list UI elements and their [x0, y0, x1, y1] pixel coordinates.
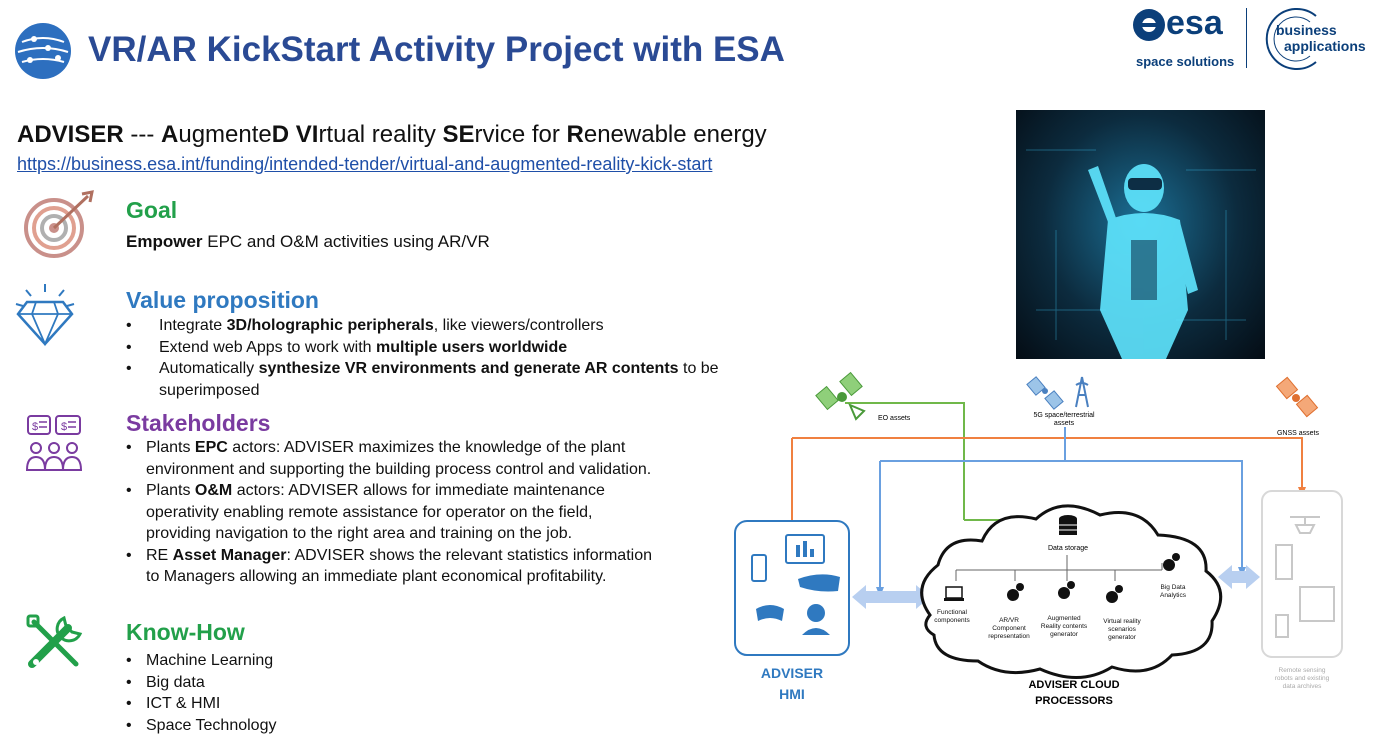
- antenna-icon: [1075, 376, 1089, 408]
- ba-logo-line1: business: [1276, 22, 1337, 38]
- stakeholders-heading: Stakeholders: [126, 410, 271, 436]
- gnss-link-line: [792, 437, 1303, 490]
- esa-logo-text: esa: [1166, 4, 1223, 42]
- eo-assets-label: EO assets: [878, 415, 911, 422]
- hmi-label-1: ADVISER: [761, 665, 823, 681]
- list-item: Integrate 3D/holographic peripherals, li…: [126, 315, 826, 337]
- augmented-label-3: generator: [1050, 631, 1079, 638]
- hmi-devices-icon: [751, 534, 840, 635]
- svg-text:$: $: [61, 421, 67, 433]
- 5g-satellite-icon: [1026, 376, 1064, 410]
- 5g-assets-label-1: 5G space/terrestrial: [1033, 412, 1095, 419]
- cloud-label-2: PROCESSORS: [1035, 695, 1113, 707]
- esa-mark-icon: [1133, 9, 1165, 41]
- goal-text: Empower EPC and O&M activities using AR/…: [126, 232, 490, 251]
- ba-logo-line2: applications: [1284, 38, 1366, 54]
- tools-icon: [24, 612, 86, 674]
- list-item: Space Technology: [126, 715, 426, 737]
- eo-satellite-icon: [815, 371, 866, 421]
- value-proposition-heading: Value proposition: [126, 287, 319, 313]
- remote-devices-icon: [1275, 516, 1335, 638]
- hmi-label-2: HMI: [779, 686, 805, 702]
- know-how-list: Machine Learning Big data ICT & HMI Spac…: [126, 650, 426, 736]
- list-item: Big data: [126, 672, 426, 694]
- diamond-icon: [14, 282, 76, 348]
- logo-divider: [1246, 8, 1247, 68]
- list-item: Plants O&M actors: ADVISER allows for im…: [126, 480, 726, 545]
- architecture-diagram: EO assets 5G space/terrestrial assets GN…: [734, 371, 1343, 707]
- list-item: Plants EPC actors: ADVISER maximizes the…: [126, 437, 726, 480]
- arvr-label-2: Component: [992, 625, 1026, 632]
- list-item: Machine Learning: [126, 650, 426, 672]
- augmented-label-1: Augmented: [1047, 615, 1081, 622]
- page-title: VR/AR KickStart Activity Project with ES…: [88, 30, 785, 69]
- list-item: ICT & HMI: [126, 693, 426, 715]
- list-item: Extend web Apps to work with multiple us…: [126, 337, 826, 359]
- cloud-label-1: ADVISER CLOUD: [1028, 679, 1119, 691]
- eo-link-line: [845, 402, 965, 520]
- stakeholders-icon: $ $: [24, 414, 84, 474]
- hmi-cloud-arrow: [852, 585, 930, 609]
- blue-link-line: [880, 460, 1243, 570]
- bigdata-label-1: Big Data: [1161, 584, 1186, 591]
- esa-logo: esa space solutions: [1130, 4, 1240, 72]
- know-how-heading: Know-How: [126, 619, 245, 645]
- list-item: Automatically synthesize VR environments…: [126, 358, 826, 380]
- esa-tagline: space solutions: [1136, 54, 1235, 69]
- cloud-shape: [920, 504, 1223, 679]
- augmented-label-2: Reality contents: [1041, 623, 1088, 630]
- goal-heading: Goal: [126, 197, 178, 223]
- bigdata-label-2: Analytics: [1160, 592, 1187, 599]
- business-applications-logo: business applications: [1258, 6, 1370, 72]
- functional-label-2: components: [934, 617, 970, 624]
- virtual-label-3: generator: [1108, 634, 1137, 641]
- laptop-icon: [944, 586, 964, 601]
- target-icon: [24, 190, 96, 260]
- remote-sensing-box: [1261, 490, 1343, 658]
- remote-label-2: robots and existing: [1275, 675, 1330, 682]
- stakeholders-list: Plants EPC actors: ADVISER maximizes the…: [126, 437, 726, 588]
- project-logo: [14, 22, 72, 80]
- globe-network-icon: [15, 23, 71, 79]
- remote-label-1: Remote sensing: [1279, 667, 1326, 674]
- svg-text:$: $: [32, 421, 38, 433]
- remote-label-3: data archives: [1283, 683, 1322, 690]
- project-subtitle: ADVISER --- AugmenteD VIrtual reality SE…: [17, 121, 767, 148]
- value-proposition-list: Integrate 3D/holographic peripherals, li…: [126, 315, 826, 401]
- data-storage-label: Data storage: [1048, 545, 1088, 552]
- gears-icons: [1007, 553, 1180, 603]
- list-item: RE Asset Manager: ADVISER shows the rele…: [126, 545, 726, 588]
- vr-hologram-image: [1016, 110, 1265, 359]
- list-item-continuation: superimposed: [159, 381, 260, 399]
- arvr-label-3: representation: [988, 633, 1030, 640]
- virtual-label-1: Virtual reality: [1103, 618, 1141, 625]
- gnss-assets-label: GNSS assets: [1277, 430, 1320, 437]
- database-icon: [1059, 515, 1077, 535]
- tender-link[interactable]: https://business.esa.int/funding/intende…: [17, 154, 713, 174]
- ring-mark-icon: [1265, 8, 1317, 70]
- cloud-remote-arrow: [1218, 565, 1260, 589]
- functional-label-1: Functional: [937, 609, 968, 616]
- gnss-satellite-icon: [1275, 376, 1319, 418]
- virtual-label-2: scenarios: [1108, 626, 1137, 633]
- 5g-assets-label-2: assets: [1054, 420, 1075, 427]
- arvr-label-1: AR/VR: [999, 617, 1019, 624]
